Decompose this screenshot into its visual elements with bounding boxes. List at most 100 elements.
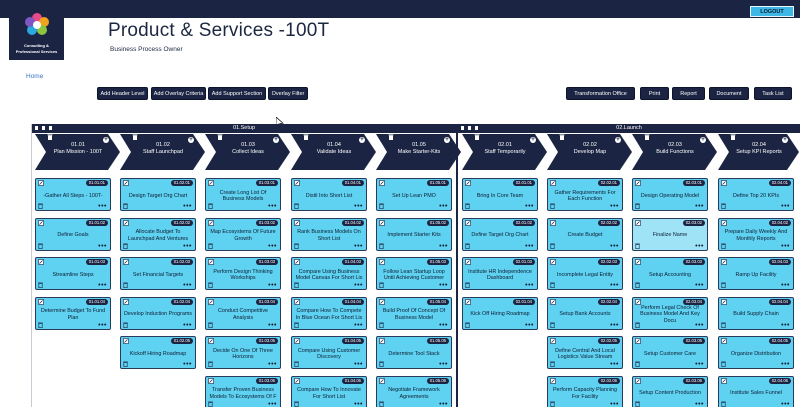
delete-icon[interactable] xyxy=(730,134,736,140)
document-button[interactable]: Document xyxy=(709,87,749,100)
trash-icon[interactable] xyxy=(38,203,43,209)
more-options-icon[interactable]: ••• xyxy=(695,282,704,289)
trash-icon[interactable] xyxy=(550,203,555,209)
more-options-icon[interactable]: ••• xyxy=(439,282,448,289)
more-options-icon[interactable]: ••• xyxy=(268,321,277,329)
more-options-icon[interactable]: ••• xyxy=(525,242,534,250)
more-options-icon[interactable]: ••• xyxy=(354,203,363,210)
trash-icon[interactable] xyxy=(635,203,640,209)
edit-icon[interactable] xyxy=(635,259,641,265)
trash-icon[interactable] xyxy=(635,243,640,249)
more-options-icon[interactable]: ••• xyxy=(98,242,107,250)
delete-icon[interactable] xyxy=(132,134,138,140)
more-options-icon[interactable]: ••• xyxy=(781,400,790,407)
more-options-icon[interactable]: ••• xyxy=(525,282,534,289)
edit-icon[interactable] xyxy=(465,219,471,226)
more-options-icon[interactable]: ••• xyxy=(439,400,448,407)
report-button[interactable]: Report xyxy=(672,87,705,100)
more-options-icon[interactable]: ••• xyxy=(98,321,107,329)
trash-icon[interactable] xyxy=(208,282,213,288)
more-options-icon[interactable]: ••• xyxy=(781,242,790,250)
more-options-icon[interactable]: ••• xyxy=(354,361,363,368)
edit-icon[interactable] xyxy=(208,298,214,305)
trash-icon[interactable] xyxy=(123,243,128,249)
edit-icon[interactable] xyxy=(550,338,556,344)
more-options-icon[interactable]: ••• xyxy=(268,400,277,407)
trash-icon[interactable] xyxy=(379,282,384,288)
edit-icon[interactable] xyxy=(635,219,641,226)
task-list-button[interactable]: Task List xyxy=(754,87,792,100)
delete-icon[interactable] xyxy=(47,134,53,140)
edit-icon[interactable] xyxy=(635,377,641,384)
company-logo[interactable]: Consulting & Professional Services xyxy=(9,7,64,60)
more-options-icon[interactable]: ••• xyxy=(695,321,704,329)
add-icon[interactable] xyxy=(41,125,46,131)
more-options-icon[interactable]: ••• xyxy=(525,321,534,329)
trash-icon[interactable] xyxy=(550,361,555,367)
edit-icon[interactable] xyxy=(379,219,385,226)
trash-icon[interactable] xyxy=(635,361,640,367)
edit-icon[interactable] xyxy=(34,125,39,131)
edit-icon[interactable] xyxy=(460,125,465,131)
trash-icon[interactable] xyxy=(635,282,640,288)
edit-icon[interactable] xyxy=(465,298,471,305)
logout-button[interactable]: LOGOUT xyxy=(750,6,794,17)
trash-icon[interactable] xyxy=(550,322,555,328)
more-options-icon[interactable]: ••• xyxy=(268,203,277,210)
edit-icon[interactable] xyxy=(208,259,214,265)
edit-icon[interactable] xyxy=(208,338,214,344)
add-card-icon[interactable]: + xyxy=(273,137,279,143)
print-button[interactable]: Print xyxy=(640,87,669,100)
edit-icon[interactable] xyxy=(208,377,214,384)
edit-icon[interactable] xyxy=(721,377,727,384)
trash-icon[interactable] xyxy=(208,203,213,209)
trash-icon[interactable] xyxy=(294,401,299,407)
more-options-icon[interactable]: ••• xyxy=(183,321,192,329)
delete-icon[interactable] xyxy=(388,134,394,140)
trash-icon[interactable] xyxy=(465,282,470,288)
trash-icon[interactable] xyxy=(635,401,640,407)
trash-icon[interactable] xyxy=(465,243,470,249)
trash-icon[interactable] xyxy=(721,243,726,249)
more-options-icon[interactable]: ••• xyxy=(98,203,107,210)
edit-icon[interactable] xyxy=(465,180,471,186)
add-card-icon[interactable]: + xyxy=(444,137,450,143)
trash-icon[interactable] xyxy=(38,322,43,328)
delete-icon[interactable] xyxy=(303,134,309,140)
edit-icon[interactable] xyxy=(123,298,129,305)
more-options-icon[interactable]: ••• xyxy=(695,203,704,210)
edit-icon[interactable] xyxy=(635,338,641,344)
edit-icon[interactable] xyxy=(550,180,556,186)
edit-icon[interactable] xyxy=(635,180,641,186)
more-options-icon[interactable]: ••• xyxy=(354,321,363,329)
add-header-level-button[interactable]: Add Header Level xyxy=(97,87,148,100)
trash-icon[interactable] xyxy=(208,322,213,328)
edit-icon[interactable] xyxy=(550,298,556,305)
trash-icon[interactable] xyxy=(465,322,470,328)
edit-icon[interactable] xyxy=(379,259,385,265)
trash-icon[interactable] xyxy=(123,322,128,328)
more-options-icon[interactable]: ••• xyxy=(781,361,790,368)
trash-icon[interactable] xyxy=(465,203,470,209)
more-options-icon[interactable]: ••• xyxy=(610,321,619,329)
add-card-icon[interactable]: + xyxy=(782,137,788,143)
